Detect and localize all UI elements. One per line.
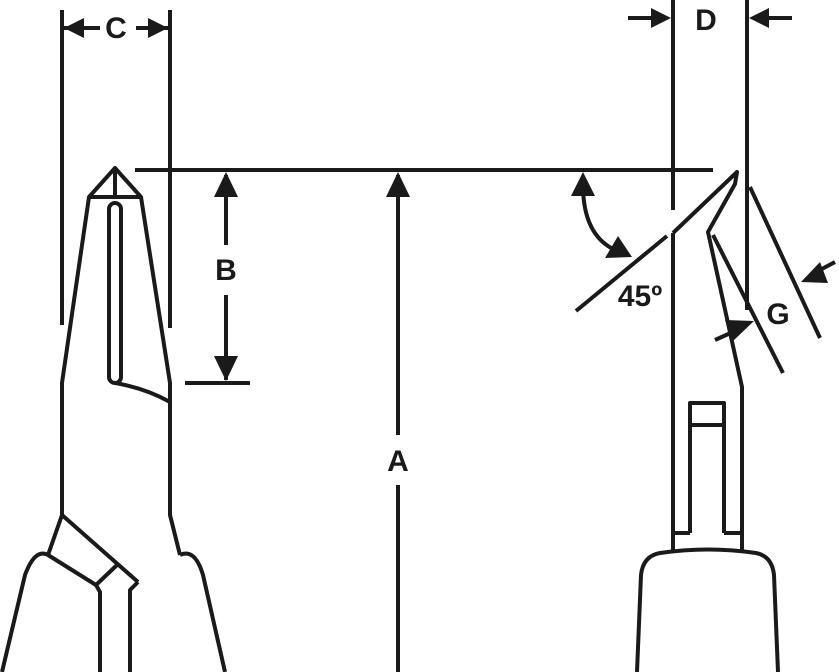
label-b: B <box>215 254 237 287</box>
side-view-plier <box>635 170 780 672</box>
arrow-d-right <box>749 8 769 28</box>
right-handle <box>128 551 227 672</box>
bent-nose-jaw <box>671 170 744 552</box>
jaw-slot <box>673 401 742 535</box>
arrow-g-right <box>801 262 828 283</box>
arrow-g-left <box>725 320 754 341</box>
front-view-plier <box>0 166 227 672</box>
label-angle: 45º <box>618 280 662 313</box>
angle-line <box>574 234 669 313</box>
arrow-c-left <box>64 18 84 38</box>
label-a: A <box>387 445 409 478</box>
label-c: C <box>105 12 127 45</box>
plier-jaw-outline <box>46 196 182 556</box>
label-d: D <box>695 4 717 37</box>
dimension-lines <box>60 0 836 672</box>
left-handle <box>0 551 102 672</box>
arrow-c-right <box>148 18 168 38</box>
arrow-angle-up <box>571 172 595 196</box>
dimension-g-lines <box>711 186 836 374</box>
jaw-bevel <box>114 381 171 404</box>
plier-tip <box>87 166 143 199</box>
dimension-d-lines <box>628 0 792 310</box>
arrow-d-left <box>651 8 671 28</box>
arrow-angle-down <box>605 236 632 258</box>
arrow-b-up <box>214 172 238 197</box>
joint-lines <box>46 513 140 587</box>
arrow-a-up <box>386 172 410 197</box>
jaw-slot <box>107 201 123 385</box>
handle <box>635 547 780 672</box>
dimension-c-lines <box>60 10 172 328</box>
arrow-b-down <box>214 356 238 381</box>
label-g: G <box>766 298 789 331</box>
